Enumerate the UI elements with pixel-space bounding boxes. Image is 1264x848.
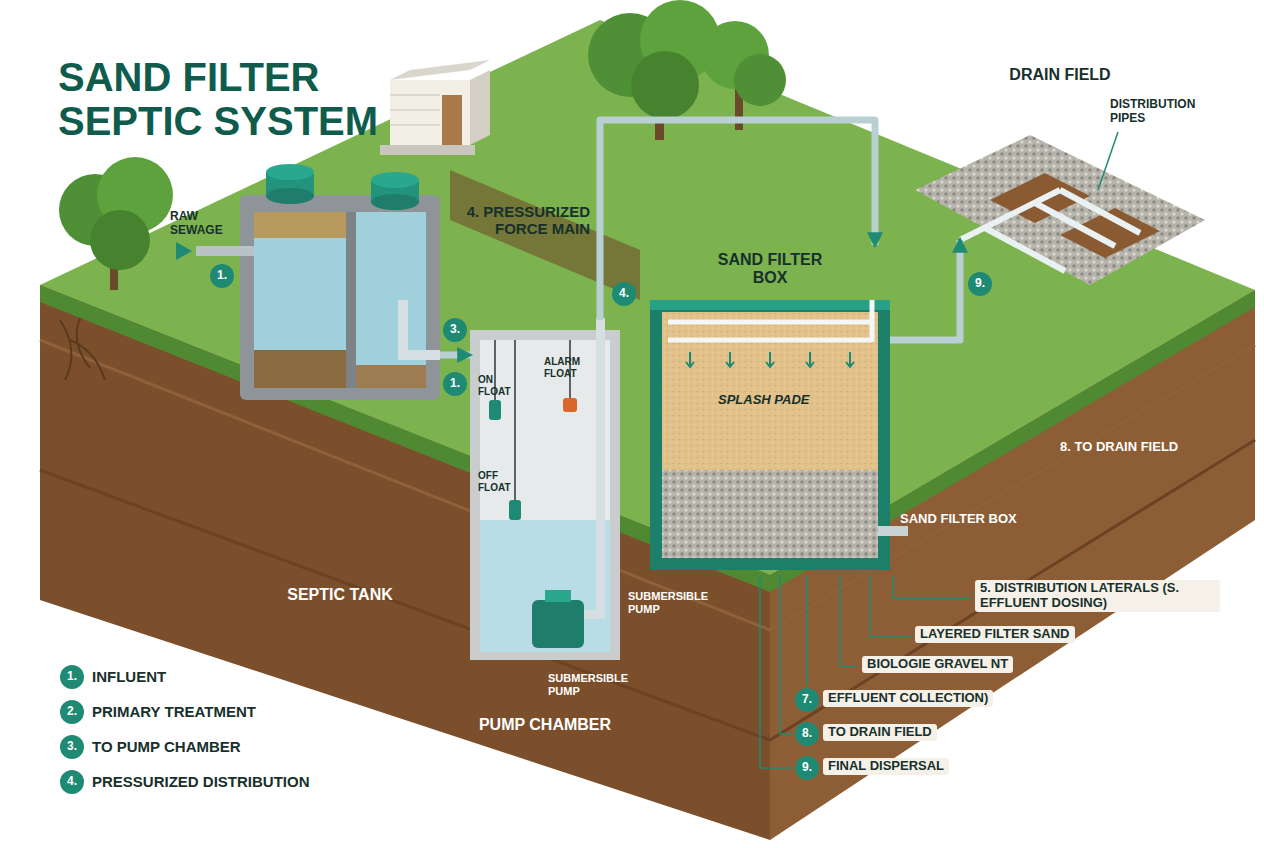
part-label: EFFLUENT COLLECTION) <box>823 690 993 707</box>
pipe-connector <box>600 120 875 320</box>
part-label: OFF FLOAT <box>478 470 522 493</box>
callout-number: 9. <box>968 272 992 296</box>
callout-number: 4. <box>612 282 636 306</box>
part-label: TO DRAIN FIELD <box>823 724 937 741</box>
component-label: DRAIN FIELD <box>1009 66 1110 84</box>
component-node: SEPTIC TANK <box>240 150 440 610</box>
component-node: DRAIN FIELD <box>910 60 1210 240</box>
part-label: PRESSURIZED DISTRIBUTION <box>92 773 310 790</box>
diagram-title: SAND FILTER SEPTIC SYSTEM <box>58 55 403 143</box>
callout-number: 1. <box>210 264 234 288</box>
part-label: RAW SEWAGE <box>170 210 232 238</box>
part-label: LAYERED FILTER SAND <box>915 626 1075 643</box>
part-label: SUBMERSIBLE PUMP <box>548 672 628 697</box>
part-label: BIOLOGIE GRAVEL NT <box>862 656 1013 673</box>
callout-number: 4. <box>60 770 84 794</box>
pipe-connector <box>890 240 960 340</box>
callout-number: 7. <box>795 688 819 712</box>
part-label: DISTRIBUTION PIPES <box>1110 98 1210 126</box>
part-label: ALARM FLOAT <box>544 356 588 379</box>
callout-number: 9. <box>795 756 819 780</box>
component-label: SAND FILTER BOX <box>704 251 836 288</box>
part-label: 8. TO DRAIN FIELD <box>1060 440 1178 455</box>
callout-number: 2. <box>60 700 84 724</box>
part-label: PRIMARY TREATMENT <box>92 703 256 720</box>
callout-number: 3. <box>60 735 84 759</box>
edge-label: 4. PRESSURIZED FORCE MAIN <box>440 203 590 238</box>
component-node: SAND FILTER BOX <box>650 245 890 575</box>
part-label: FINAL DISPERSAL <box>823 758 949 775</box>
component-label: SEPTIC TANK <box>287 586 392 604</box>
part-label: INFLUENT <box>92 668 166 685</box>
part-label: 5. DISTRIBUTION LATERALS (S. EFFLUENT DO… <box>975 580 1220 612</box>
part-label: ON FLOAT <box>478 374 522 397</box>
part-label: SUBMERSIBLE PUMP <box>628 590 718 615</box>
part-label: SPLASH PADE <box>718 393 810 408</box>
part-label: SAND FILTER BOX <box>900 512 1017 527</box>
part-label: TO PUMP CHAMBER <box>92 738 241 755</box>
callout-number: 1. <box>443 372 467 396</box>
callout-number: 8. <box>795 722 819 746</box>
callout-number: 3. <box>443 318 467 342</box>
pipe-connector <box>440 352 470 359</box>
callout-number: 1. <box>60 665 84 689</box>
component-label: PUMP CHAMBER <box>479 716 611 734</box>
